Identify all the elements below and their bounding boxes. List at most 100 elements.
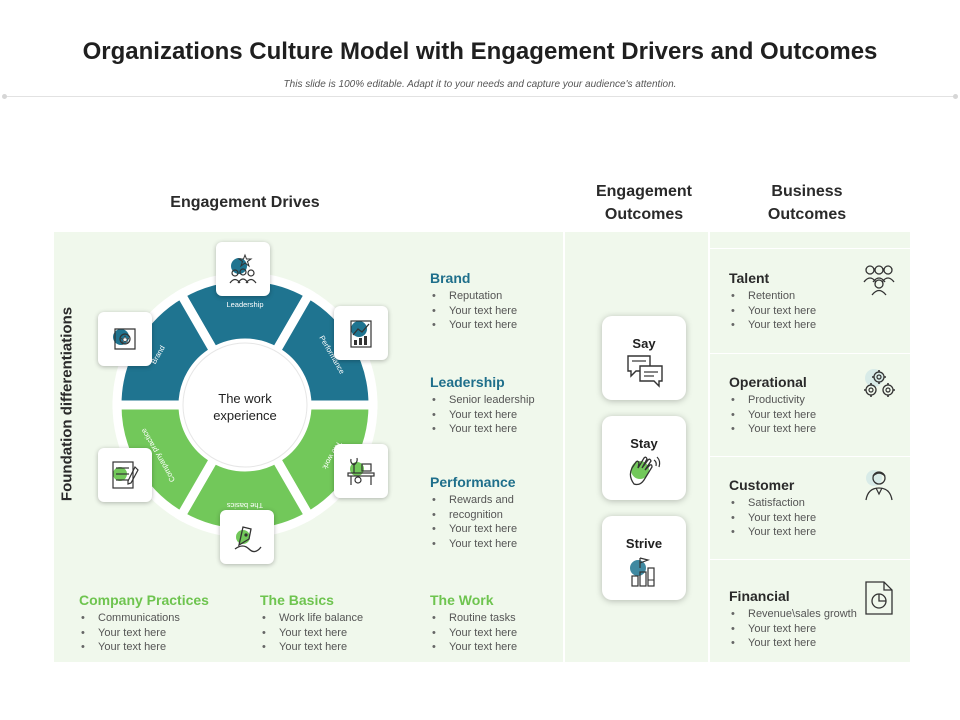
business-row-sep-0: [710, 248, 910, 249]
brand-badge-icon: [113, 328, 136, 350]
list-item-continuation: recognition: [430, 508, 560, 523]
operational-heading: Operational: [729, 374, 807, 390]
the-work-heading: The Work: [430, 592, 494, 608]
brand-block: Brand Reputation Your text here Your tex…: [430, 270, 560, 333]
engagement-outcomes-heading-line1: Engagement: [595, 183, 692, 200]
list-item: Your text here: [430, 522, 560, 537]
list-item: Retention: [729, 289, 869, 304]
list-item: Your text here: [729, 318, 869, 333]
list-item: Reputation: [430, 289, 560, 304]
list-item: Your text here: [430, 640, 560, 655]
wheel-label-1: Leadership: [226, 300, 263, 309]
wheel-center-circle: [182, 342, 308, 468]
list-item: Your text here: [729, 422, 869, 437]
waving-hand-icon: [629, 456, 661, 486]
divider-dot-right: [953, 94, 958, 99]
list-item: Your text here: [729, 622, 889, 637]
performance-chart-icon: [350, 320, 372, 348]
strive-label: Strive: [625, 536, 663, 551]
list-item: Your text here: [729, 304, 869, 319]
business-row-sep-2: [710, 456, 910, 457]
leadership-card: [216, 242, 270, 296]
company-practices-block: Company Practices Communications Your te…: [79, 592, 249, 655]
wheel-label-4: The basics: [227, 501, 264, 510]
leadership-heading: Leadership: [430, 374, 505, 390]
performance-card: [334, 306, 388, 360]
performance-block: Performance Rewards and recognition Your…: [430, 474, 560, 551]
customer-icon: [865, 470, 893, 501]
list-item: Your text here: [430, 304, 560, 319]
say-card: Say: [602, 316, 686, 400]
company-practices-heading: Company Practices: [79, 592, 209, 608]
header-divider: [4, 96, 956, 97]
growth-coins-icon: [630, 557, 655, 587]
list-item: Your text here: [430, 408, 560, 423]
engagement-outcomes-heading: Engagement Outcomes: [574, 180, 714, 226]
the-basics-card: [220, 510, 274, 564]
the-basics-heading: The Basics: [260, 592, 334, 608]
column-separator-2: [708, 232, 710, 662]
business-outcomes-heading: Business Outcomes: [737, 180, 877, 226]
performance-heading: Performance: [430, 474, 516, 490]
the-basics-block: The Basics Work life balance Your text h…: [260, 592, 420, 655]
list-item: Revenue\sales growth: [729, 607, 889, 622]
slide-subtitle: This slide is 100% editable. Adapt it to…: [283, 79, 677, 90]
financial-heading: Financial: [729, 588, 790, 604]
list-item: Communications: [79, 611, 249, 626]
list-item: Your text here: [729, 511, 869, 526]
list-item: Your text here: [430, 626, 560, 641]
workspace-icon: [347, 457, 375, 485]
pen-nib-icon: [234, 526, 262, 553]
list-item: Your text here: [430, 537, 560, 552]
list-item: Satisfaction: [729, 496, 869, 511]
business-row-sep-1: [710, 353, 910, 354]
strive-card: Strive: [602, 516, 686, 600]
the-work-card: [334, 444, 388, 498]
list-item: Your text here: [79, 626, 249, 641]
brand-heading: Brand: [430, 270, 471, 286]
list-item: Routine tasks: [430, 611, 560, 626]
brand-card: [98, 312, 152, 366]
list-item: Your text here: [729, 636, 889, 651]
financial-block: Financial Revenue\sales growth Your text…: [729, 588, 889, 651]
company-practice-card: [98, 448, 152, 502]
list-item: Rewards and: [430, 493, 560, 508]
list-item: Your text here: [79, 640, 249, 655]
operational-block: Operational Productivity Your text here …: [729, 374, 869, 437]
customer-block: Customer Satisfaction Your text here You…: [729, 477, 869, 540]
slide-title: Organizations Culture Model with Engagem…: [82, 38, 878, 65]
wheel-center-line2: experience: [213, 408, 277, 423]
leadership-block: Leadership Senior leadership Your text h…: [430, 374, 560, 437]
gears-icon: [864, 369, 895, 397]
list-item: Your text here: [729, 525, 869, 540]
customer-heading: Customer: [729, 477, 795, 493]
engagement-outcomes-heading-line2: Outcomes: [604, 206, 684, 223]
people-group-icon: [863, 265, 895, 296]
leadership-team-icon: [229, 253, 257, 284]
list-item: Your text here: [430, 422, 560, 437]
business-outcomes-heading-line1: Business: [771, 183, 843, 200]
the-work-block: The Work Routine tasks Your text here Yo…: [430, 592, 560, 655]
business-row-sep-3: [710, 559, 910, 560]
list-item: Your text here: [260, 626, 420, 641]
list-item: Your text here: [729, 408, 869, 423]
list-item: Your text here: [260, 640, 420, 655]
column-separator-1: [563, 232, 565, 662]
stay-label: Stay: [630, 436, 658, 451]
list-item: Work life balance: [260, 611, 420, 626]
checklist-icon: [112, 461, 139, 489]
list-item: Senior leadership: [430, 393, 560, 408]
engagement-drives-heading: Engagement Drives: [170, 194, 320, 211]
talent-block: Talent Retention Your text here Your tex…: [729, 270, 869, 333]
divider-dot-left: [2, 94, 7, 99]
talent-heading: Talent: [729, 270, 770, 286]
report-icon: [865, 581, 893, 615]
list-item: Productivity: [729, 393, 869, 408]
speech-bubbles-icon: [627, 355, 663, 388]
stay-card: Stay: [602, 416, 686, 500]
wheel-center-text: The work experience: [184, 390, 306, 424]
business-outcomes-heading-line2: Outcomes: [767, 206, 847, 223]
list-item: Your text here: [430, 318, 560, 333]
wheel-center-line1: The work: [218, 391, 272, 406]
say-label: Say: [632, 336, 656, 351]
